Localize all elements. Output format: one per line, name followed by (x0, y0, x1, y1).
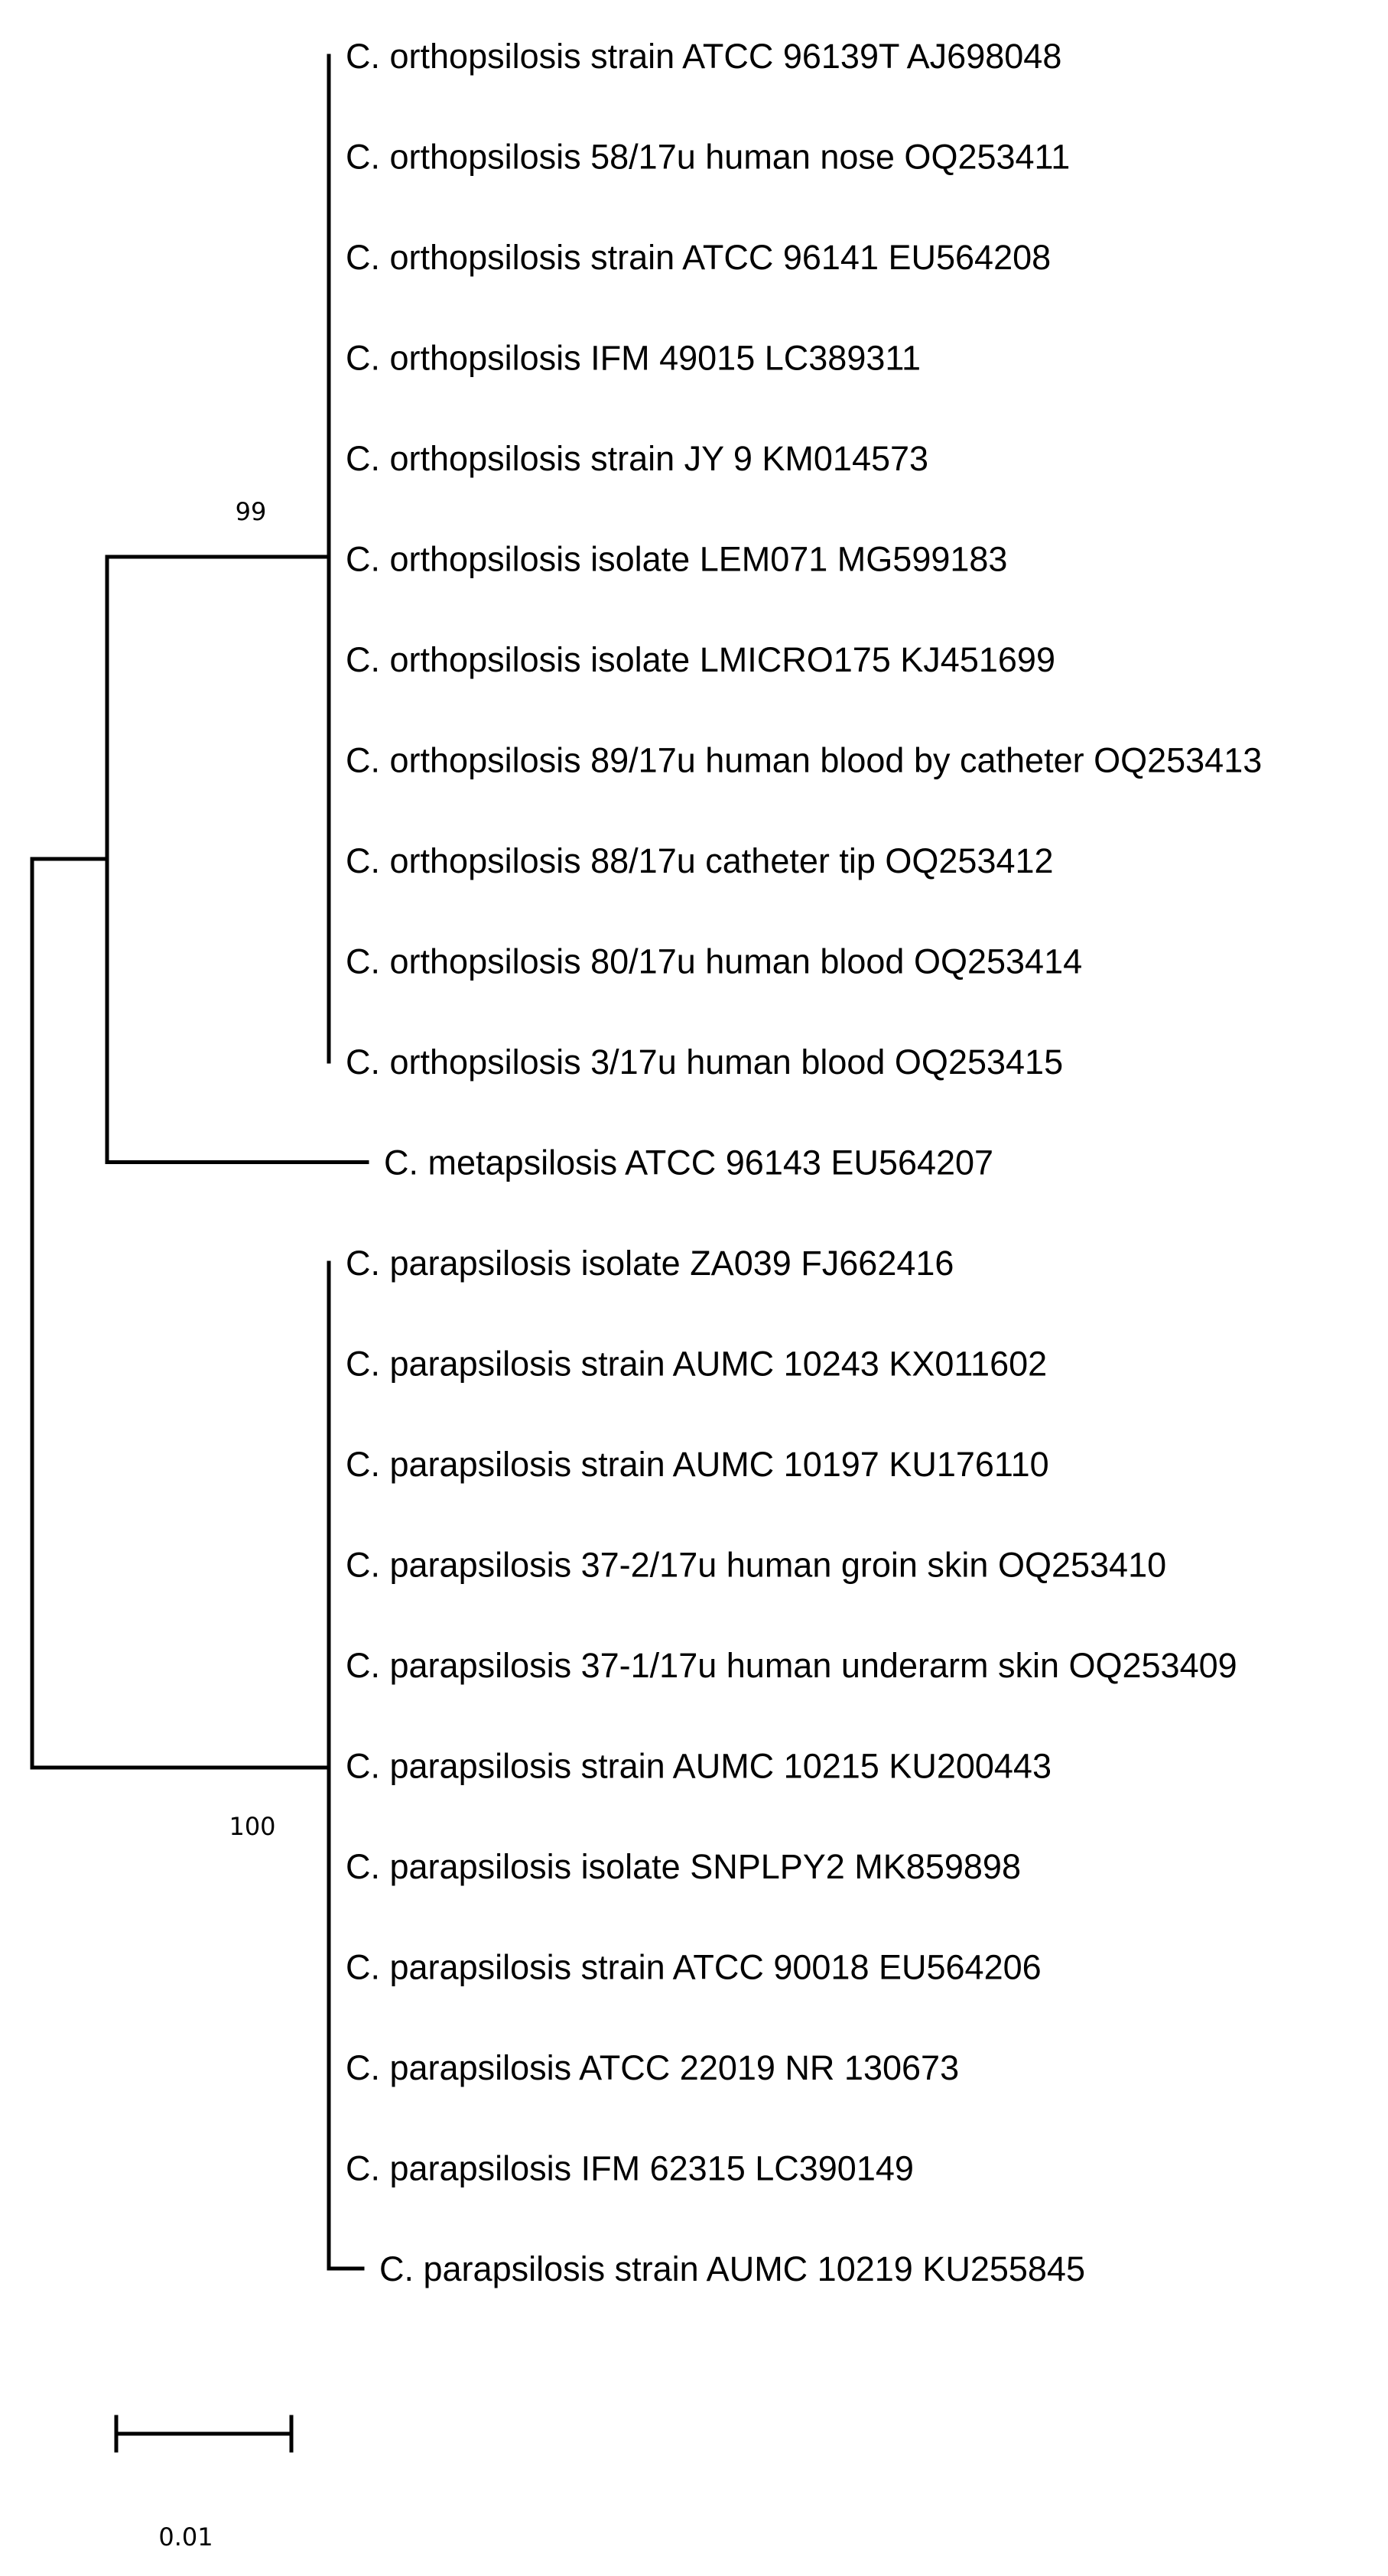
taxon-label: C. orthopsilosis 88/17u catheter tip OQ2… (346, 841, 1054, 880)
taxon-label: C. parapsilosis strain ATCC 90018 EU5642… (346, 1948, 1042, 1987)
taxon-label: C. orthopsilosis 58/17u human nose OQ253… (346, 138, 1070, 177)
taxon-label: C. parapsilosis 37-2/17u human groin ski… (346, 1546, 1166, 1585)
taxon-label: C. orthopsilosis 89/17u human blood by c… (346, 741, 1262, 780)
taxon-label: C. orthopsilosis isolate LEM071 MG599183 (346, 540, 1007, 579)
taxon-label: C. orthopsilosis 3/17u human blood OQ253… (346, 1042, 1063, 1081)
taxon-label: C. orthopsilosis strain ATCC 96141 EU564… (346, 238, 1051, 277)
taxon-labels: C. orthopsilosis strain ATCC 96139T AJ69… (346, 37, 1262, 2288)
tree-branches (30, 54, 369, 2271)
taxon-label: C. parapsilosis strain AUMC 10243 KX0116… (346, 1345, 1047, 1384)
support-value-parapsilosis: 100 (229, 1812, 275, 1841)
taxon-label: C. metapsilosis ATCC 96143 EU564207 (384, 1143, 993, 1182)
taxon-label: C. parapsilosis 37-1/17u human underarm … (346, 1646, 1237, 1685)
taxon-label: C. parapsilosis IFM 62315 LC390149 (346, 2149, 914, 2188)
taxon-label: C. parapsilosis ATCC 22019 NR 130673 (346, 2048, 959, 2087)
taxon-label: C. parapsilosis isolate ZA039 FJ662416 (346, 1244, 954, 1283)
taxon-label: C. parapsilosis strain AUMC 10219 KU2558… (379, 2249, 1085, 2288)
taxon-label: C. orthopsilosis isolate LMICRO175 KJ451… (346, 640, 1055, 679)
support-value-orthopsilosis: 99 (236, 497, 267, 526)
scale-bar: 0.01 (114, 2415, 294, 2552)
taxon-label: C. orthopsilosis IFM 49015 LC389311 (346, 339, 921, 378)
bootstrap-support-values: 99 100 (229, 497, 275, 1841)
taxon-label: C. orthopsilosis strain JY 9 KM014573 (346, 439, 928, 478)
taxon-label: C. orthopsilosis 80/17u human blood OQ25… (346, 942, 1082, 981)
taxon-label: C. orthopsilosis strain ATCC 96139T AJ69… (346, 37, 1061, 76)
taxon-label: C. parapsilosis strain AUMC 10215 KU2004… (346, 1747, 1052, 1786)
scale-bar-label: 0.01 (158, 2522, 213, 2552)
taxon-label: C. parapsilosis strain AUMC 10197 KU1761… (346, 1445, 1049, 1484)
taxon-label: C. parapsilosis isolate SNPLPY2 MK859898 (346, 1847, 1021, 1886)
